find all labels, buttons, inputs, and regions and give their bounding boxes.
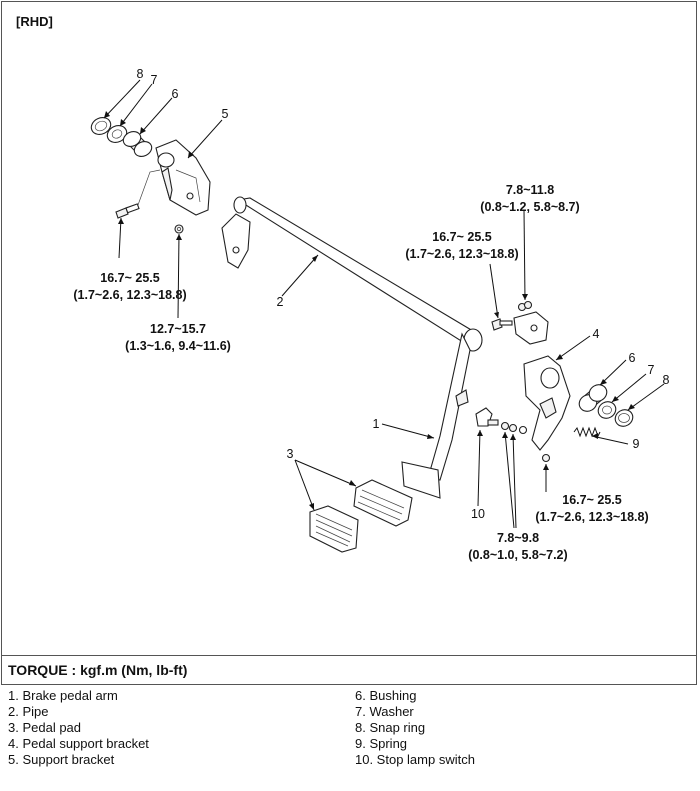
callout-3: 3 [287, 447, 294, 461]
bolt-mid [491, 318, 513, 331]
nut-top-right [517, 300, 533, 312]
pedal-pad-upper [353, 479, 413, 527]
snap-ring-right [614, 409, 634, 427]
legend-item: 9. Spring [355, 736, 408, 751]
torque-left-nut-value: 12.7~15.7 [150, 322, 206, 336]
torque-right-nut-alt: (1.7~2.6, 12.3~18.8) [535, 510, 648, 524]
callout-7-right: 7 [648, 363, 655, 377]
pedal-support-bracket [523, 355, 571, 451]
torque-left-bolt-value: 16.7~ 25.5 [100, 271, 159, 285]
switch-nuts [500, 421, 528, 435]
callout-6-left: 6 [172, 87, 179, 101]
legend-item: 4. Pedal support bracket [8, 736, 149, 751]
rhd-label: [RHD] [16, 14, 53, 29]
torque-divider [1, 655, 697, 656]
legend-list-left: 1. Brake pedal arm 2. Pipe 3. Pedal pad … [8, 688, 149, 768]
legend-list-right: 6. Bushing 7. Washer 8. Snap ring 9. Spr… [355, 688, 475, 768]
torque-switch-nut-value: 7.8~9.8 [497, 531, 539, 545]
brake-pedal-arm [401, 328, 483, 499]
torque-switch-nut-alt: (0.8~1.0, 5.8~7.2) [468, 548, 567, 562]
spring [573, 426, 601, 438]
legend-item: 7. Washer [355, 704, 414, 719]
bushing-left [122, 131, 153, 157]
callout-9: 9 [633, 437, 640, 451]
support-bracket [155, 139, 211, 216]
callout-7-left: 7 [151, 73, 158, 87]
legend-item: 1. Brake pedal arm [8, 688, 118, 703]
torque-mid-bolt-alt: (1.7~2.6, 12.3~18.8) [405, 247, 518, 261]
callout-2: 2 [277, 295, 284, 309]
washer-left [106, 125, 128, 143]
callout-8-right: 8 [663, 373, 670, 387]
callout-8-left: 8 [137, 67, 144, 81]
bushing-right [578, 384, 608, 412]
pipe [221, 196, 479, 345]
torque-left-bolt-alt: (1.7~2.6, 12.3~18.8) [73, 288, 186, 302]
snap-ring-left [90, 117, 112, 135]
leader-lines [103, 79, 665, 529]
torque-right-nut-value: 16.7~ 25.5 [562, 493, 621, 507]
torque-unit-caption: TORQUE : kgf.m (Nm, lb-ft) [8, 662, 188, 678]
callout-5: 5 [222, 107, 229, 121]
callout-1: 1 [373, 417, 380, 431]
pedal-pad-lower [309, 505, 359, 553]
callout-6-right: 6 [629, 351, 636, 365]
nut-right [541, 453, 551, 463]
leader-arrowheads [104, 111, 635, 510]
legend-item: 3. Pedal pad [8, 720, 82, 735]
torque-mid-bolt-value: 16.7~ 25.5 [432, 230, 491, 244]
torque-left-nut-alt: (1.3~1.6, 9.4~11.6) [125, 339, 231, 353]
torque-top-nut-alt: (0.8~1.2, 5.8~8.7) [480, 200, 579, 214]
legend-item: 8. Snap ring [355, 720, 426, 735]
callout-4: 4 [593, 327, 600, 341]
legend-item: 10. Stop lamp switch [355, 752, 475, 767]
torque-top-nut-value: 7.8~11.8 [506, 183, 554, 197]
brake-pedal-diagram: 8 7 6 5 2 1 3 4 6 7 8 9 10 16.7~ 25.5 (1… [73, 67, 670, 562]
stop-lamp-switch [475, 407, 499, 427]
legend-item: 6. Bushing [355, 688, 417, 703]
washer-right [597, 401, 617, 419]
mounting-plate [513, 311, 549, 345]
nut-left [174, 224, 184, 234]
bolt-left [115, 169, 161, 219]
legend-item: 2. Pipe [8, 704, 49, 719]
diagram-frame [1, 1, 697, 685]
legend-item: 5. Support bracket [8, 752, 115, 767]
callout-10: 10 [471, 507, 485, 521]
